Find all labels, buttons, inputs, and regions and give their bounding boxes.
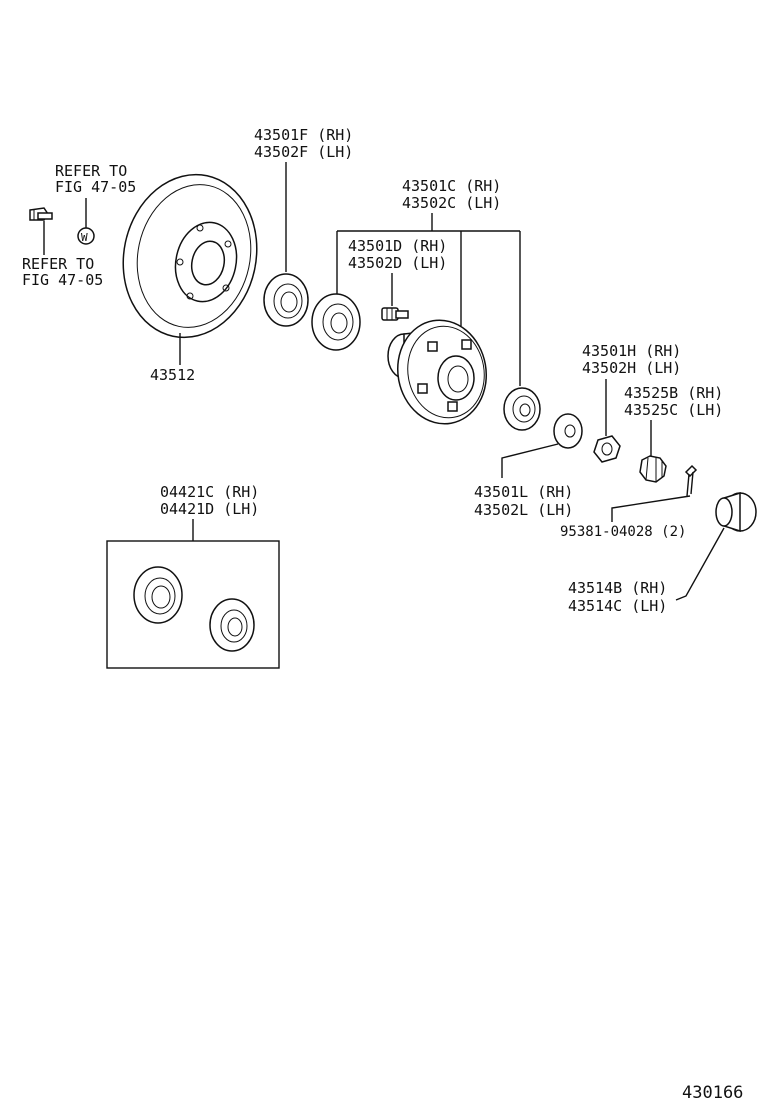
bolt-icon — [29, 207, 53, 255]
washer-mark: W — [81, 231, 88, 244]
washer-l-rh: 43501L (RH) — [474, 483, 573, 501]
refer-group-left: REFER TO FIG 47-05 — [22, 255, 103, 289]
thrust-washer-icon — [553, 413, 583, 449]
hub-c-lh: 43502C (LH) — [402, 194, 501, 212]
refer-top-line2: FIG 47-05 — [55, 178, 136, 196]
cap-b-rh: 43514B (RH) — [568, 579, 667, 597]
kit-c-rh: 04421C (RH) — [160, 483, 259, 501]
hub-bolt-icon — [381, 307, 409, 321]
nut-h-rh: 43501H (RH) — [582, 342, 681, 360]
kit-d-lh: 04421D (LH) — [160, 500, 259, 518]
hub-d-rh: 43501D (RH) — [348, 237, 447, 255]
refer-top-line1: REFER TO — [55, 162, 127, 180]
axle-hub-icon — [387, 319, 488, 425]
cotter-pin-icon — [684, 464, 698, 497]
inner-bearing-icon — [311, 293, 361, 351]
brake-rotor-icon — [122, 173, 258, 365]
kit-bearing-2-icon — [209, 598, 255, 652]
outer-bearing-icon — [503, 387, 541, 431]
hub-c-rh: 43501C (RH) — [402, 177, 501, 195]
figure-number: 430166 — [682, 1083, 743, 1103]
bearing-f-rh: 43501F (RH) — [254, 126, 353, 144]
kit-box — [106, 540, 280, 669]
washer-l-lh: 43502L (LH) — [474, 501, 573, 519]
nut-h-lh: 43502H (LH) — [582, 359, 681, 377]
hub-d-lh: 43502D (LH) — [348, 254, 447, 272]
refer-left-line1: REFER TO — [22, 255, 94, 273]
washer-icon: W — [77, 227, 95, 245]
refer-group-top: REFER TO FIG 47-05 W — [55, 162, 136, 245]
grease-cap-icon — [715, 491, 757, 533]
hub-nut-icon — [593, 435, 621, 463]
oil-seal-icon — [263, 273, 309, 327]
bearing-f-lh: 43502F (LH) — [254, 143, 353, 161]
cotter-pin-number: 95381-04028 (2) — [560, 524, 686, 540]
refer-left-line2: FIG 47-05 — [22, 271, 103, 289]
rotor-part-number: 43512 — [150, 366, 195, 384]
kit-bearing-1-icon — [133, 566, 183, 624]
lock-c-lh: 43525C (LH) — [624, 401, 723, 419]
cap-c-lh: 43514C (LH) — [568, 597, 667, 615]
nut-lock-cap-icon — [639, 455, 667, 483]
lock-b-rh: 43525B (RH) — [624, 384, 723, 402]
